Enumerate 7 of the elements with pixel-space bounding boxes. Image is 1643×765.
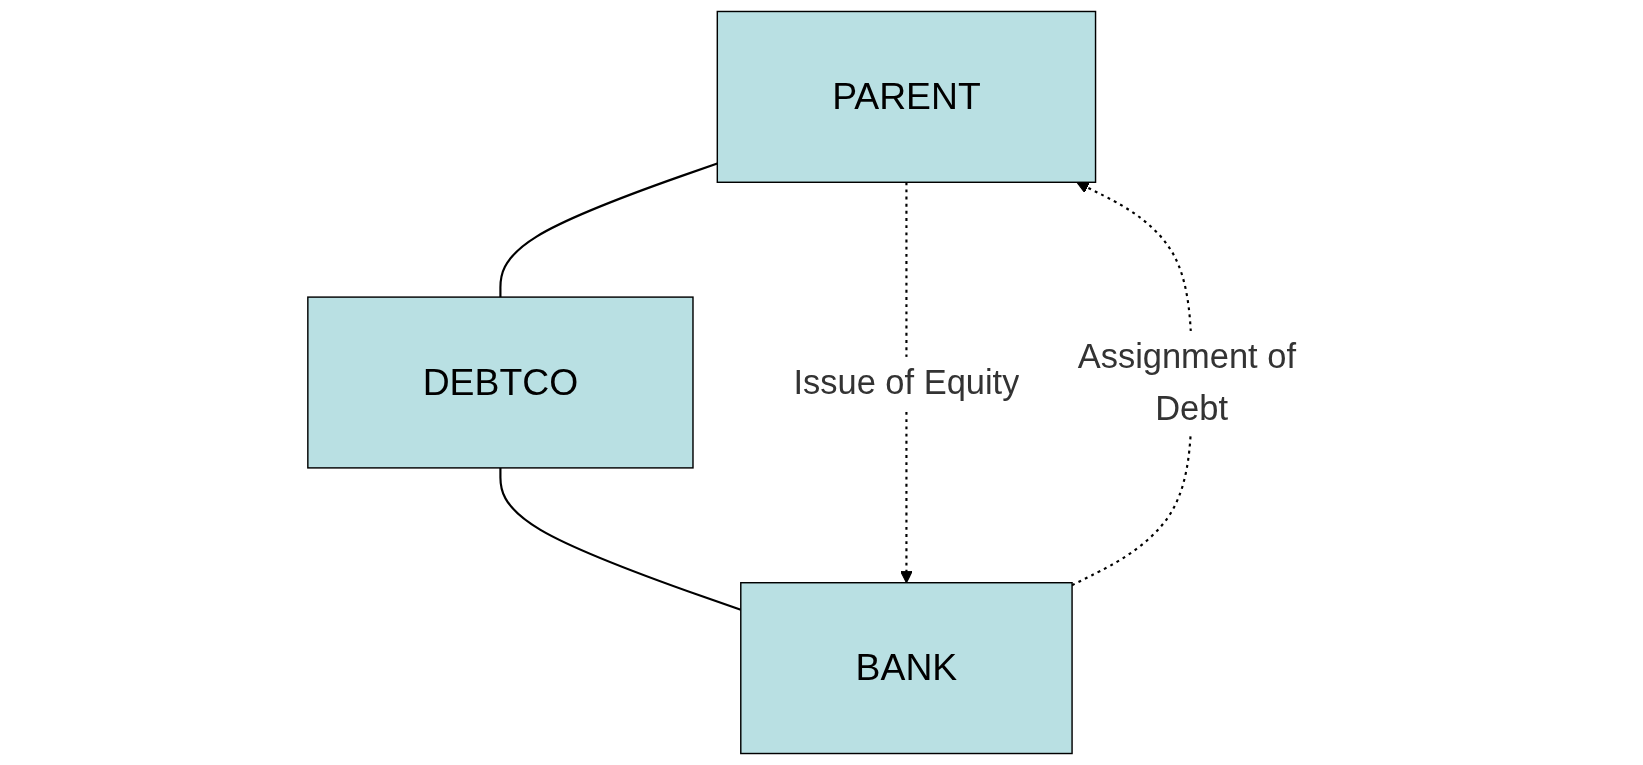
- edge-label: Assignment of Debt: [1077, 336, 1296, 427]
- connector: [499, 162, 718, 298]
- edge-label: Issue of Equity: [793, 362, 1020, 402]
- node-box: PARENT: [716, 10, 1097, 183]
- arrow: [900, 182, 913, 584]
- node-box: DEBTCO: [307, 296, 694, 469]
- node-box: BANK: [740, 582, 1073, 755]
